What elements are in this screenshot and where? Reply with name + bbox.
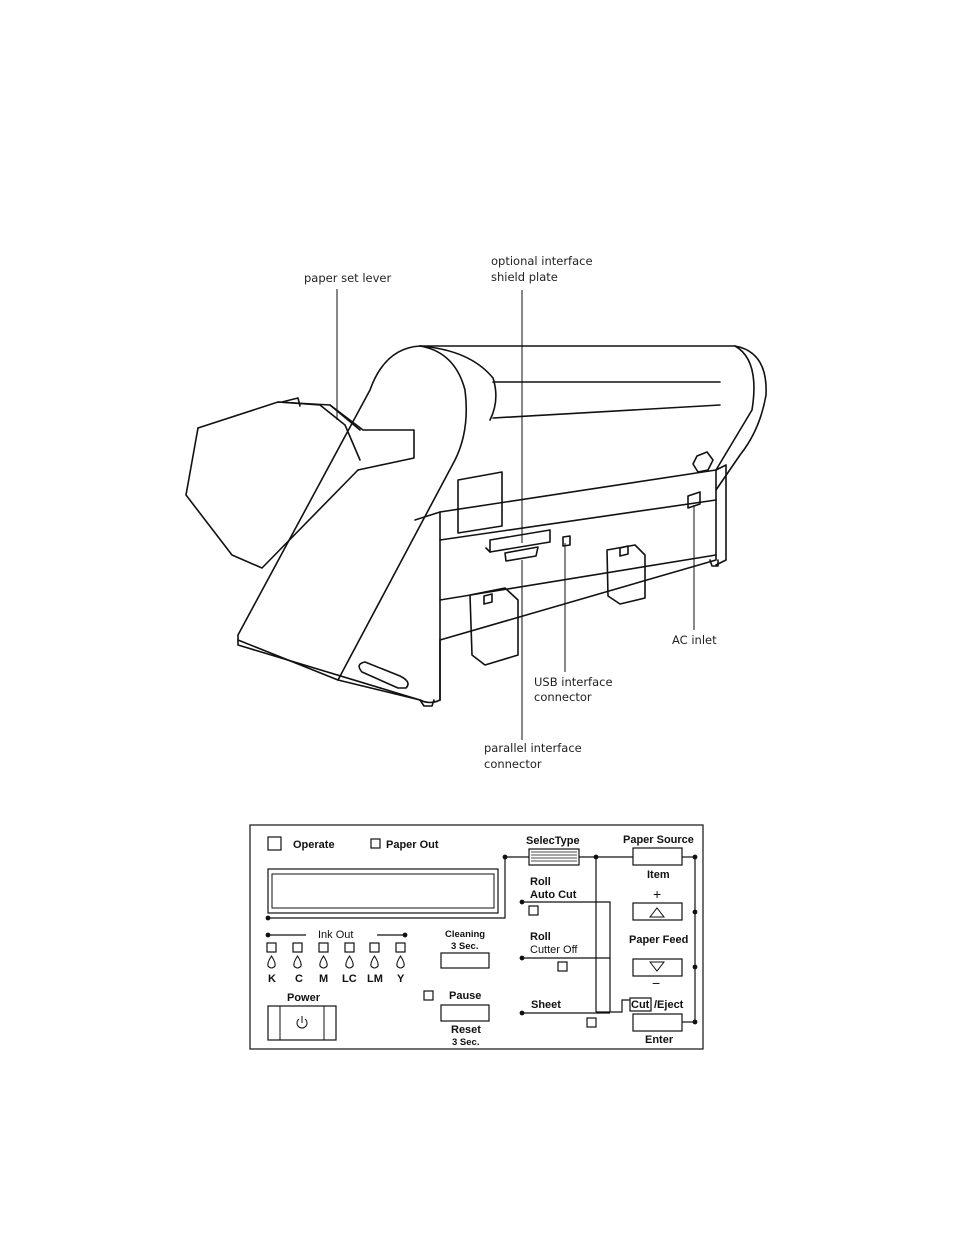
power-icon (296, 1016, 308, 1029)
cut-eject-button[interactable] (632, 1013, 683, 1032)
ink-color-lm: LM (367, 973, 383, 985)
ink-drop-icon (293, 954, 302, 969)
selectype-button[interactable] (528, 848, 580, 866)
ink-color-y: Y (397, 973, 405, 985)
cut-box (629, 997, 652, 1012)
label-parallel-interface: parallel interface (484, 741, 582, 755)
ink-drop-icon (345, 954, 354, 969)
power-button[interactable] (267, 1005, 337, 1041)
label-ac-inlet: AC inlet (672, 633, 717, 647)
ink-drop-icon (396, 954, 405, 969)
plus-sign: + (653, 886, 661, 902)
operate-light (267, 836, 282, 851)
cleaning-button[interactable] (440, 952, 490, 969)
sheet-light (586, 1017, 597, 1028)
roll-auto-cut-light (528, 905, 539, 916)
triangle-up-icon (648, 907, 666, 918)
paper-out-label: Paper Out (386, 839, 439, 851)
sheet-label: Sheet (531, 999, 561, 1011)
roll-cutter-off-label-1: Roll (530, 931, 551, 943)
cleaning-label-2: 3 Sec. (451, 941, 478, 952)
lcd-outer (267, 868, 499, 914)
pause-label: Pause (449, 990, 481, 1002)
ink-color-k: K (268, 973, 276, 985)
ink-drop-icon (267, 954, 276, 969)
triangle-down-icon (648, 961, 666, 972)
paper-feed-up-button[interactable] (632, 902, 683, 921)
paper-feed-label: Paper Feed (629, 934, 688, 946)
eject-label: /Eject (654, 999, 684, 1011)
label-usb-interface: USB interface (534, 675, 613, 689)
lcd-display (271, 873, 495, 909)
cut-label: Cut (631, 999, 650, 1011)
roll-auto-cut-label-1: Roll (530, 876, 551, 888)
control-panel-border (249, 824, 704, 1050)
label-optional-interface: optional interface (491, 254, 593, 268)
label-paper-set-lever: paper set lever (304, 271, 392, 285)
label-parallel-connector: connector (484, 757, 542, 771)
ink-light-c (292, 942, 303, 953)
reset-label: Reset (451, 1024, 481, 1036)
ink-drop-icon (319, 954, 328, 969)
roll-auto-cut-label-2: Auto Cut (530, 889, 577, 901)
ink-lights (266, 942, 406, 953)
ink-light-k (266, 942, 277, 953)
minus-sign: − (652, 975, 660, 991)
selectype-label: SelecType (526, 835, 580, 847)
operate-label: Operate (293, 839, 335, 851)
power-label: Power (287, 992, 321, 1004)
printer-rear-illustration (185, 289, 767, 740)
roll-cutter-off-label-2: Cutter Off (530, 944, 578, 956)
paper-out-light (370, 838, 381, 849)
paper-feed-down-button[interactable] (632, 958, 683, 977)
roll-cutter-off-light (557, 961, 568, 972)
ink-color-lc: LC (342, 973, 357, 985)
label-usb-connector: connector (534, 690, 592, 704)
enter-label: Enter (645, 1034, 674, 1046)
ink-color-m: M (319, 973, 328, 985)
ink-light-y (395, 942, 406, 953)
ink-light-lm (369, 942, 380, 953)
cleaning-label-1: Cleaning (445, 929, 485, 940)
label-shield-plate: shield plate (491, 270, 558, 284)
item-label: Item (647, 869, 670, 881)
ink-drop-icon (370, 954, 379, 969)
ink-out-label: Ink Out (318, 929, 353, 941)
ink-light-m (318, 942, 329, 953)
paper-source-label: Paper Source (623, 834, 694, 846)
ink-color-c: C (295, 973, 303, 985)
reset-seconds-label: 3 Sec. (452, 1037, 479, 1048)
ink-light-lc (344, 942, 355, 953)
paper-source-button[interactable] (632, 847, 683, 866)
pause-button[interactable] (440, 1004, 490, 1022)
pause-light (423, 990, 434, 1001)
